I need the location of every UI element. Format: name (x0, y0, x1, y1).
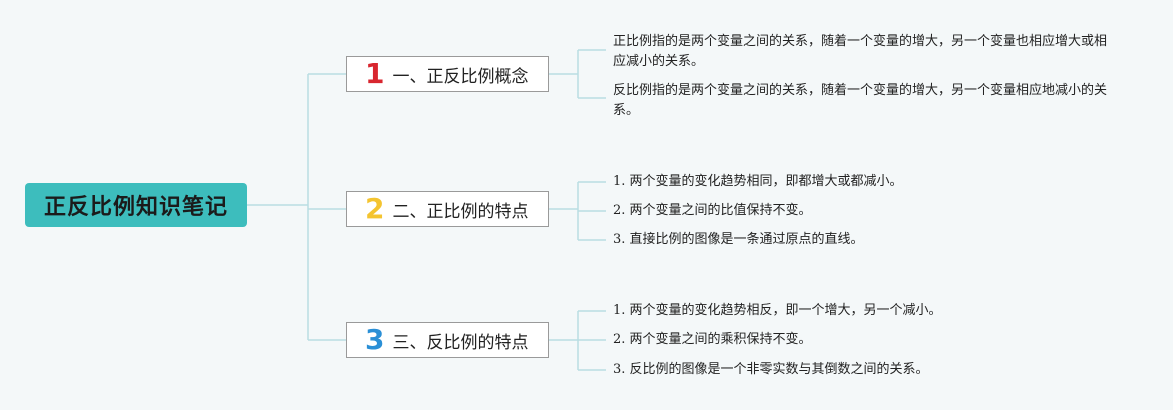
leaf-3-3: 3. 反比例的图像是一个非零实数与其倒数之间的关系。 (613, 362, 929, 377)
connector-branch-1-leaves (549, 49, 606, 99)
leaf-1-1: 正比例指的是两个变量之间的关系，随着一个变量的增大，另一个变量也相应增大或相应减… (613, 34, 1108, 69)
connector-root-branches (247, 73, 346, 341)
leaf-3-1: 1. 两个变量的变化趋势相反，即一个增大，另一个减小。 (613, 303, 942, 318)
connector-branch-2-leaves (549, 181, 606, 241)
root-title: 正反比例知识笔记 (43, 195, 228, 220)
leaf-3-2: 2. 两个变量之间的乘积保持不变。 (613, 332, 812, 347)
leaf-1-2: 反比例指的是两个变量之间的关系，随着一个变量的增大，另一个变量相应地减小的关系。 (613, 83, 1108, 118)
leaf-2-3: 3. 直接比例的图像是一条通过原点的直线。 (613, 232, 864, 247)
branch-node-1[interactable]: 1 一、正反比例概念 (346, 56, 549, 92)
leaf-2-1: 1. 两个变量的变化趋势相同，即都增大或都减小。 (613, 174, 903, 189)
branch-number-2: 2 (365, 192, 385, 225)
leaf-2-2: 2. 两个变量之间的比值保持不变。 (613, 203, 812, 218)
branch-node-2[interactable]: 2 二、正比例的特点 (346, 191, 549, 227)
branch-node-3[interactable]: 3 三、反比例的特点 (346, 322, 549, 358)
branch-label-1: 一、正反比例概念 (392, 66, 529, 87)
branch-number-3: 3 (365, 323, 385, 356)
connector-branch-3-leaves (549, 310, 606, 371)
branch-number-1: 1 (365, 57, 385, 90)
branch-label-2: 二、正比例的特点 (392, 201, 529, 222)
branch-label-3: 三、反比例的特点 (392, 332, 529, 353)
root-node[interactable]: 正反比例知识笔记 (25, 183, 247, 227)
